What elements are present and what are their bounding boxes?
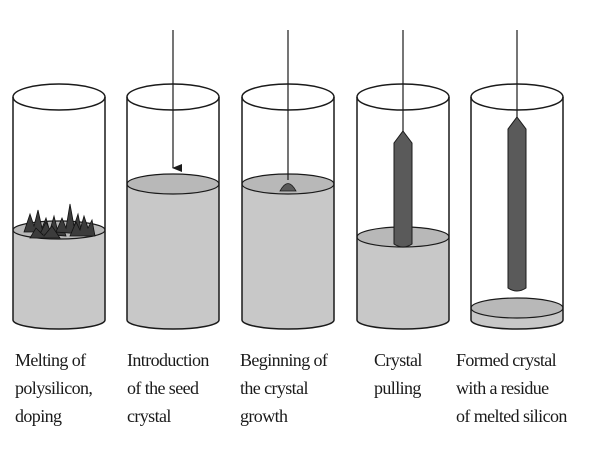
crucible-melting [12, 83, 106, 330]
crucible-bottom [126, 319, 220, 330]
caption-growth-beginning: Beginning of the crystal growth [240, 346, 328, 430]
crystal-ingot [507, 116, 527, 292]
caption-line: Melting of [15, 350, 86, 370]
melt-body [357, 237, 449, 329]
crystal-ingot [393, 130, 413, 248]
melt-body [242, 184, 334, 329]
crucible-growth-beginning [241, 30, 335, 330]
caption-line: doping [15, 406, 62, 426]
caption-line: of melted silicon [456, 406, 567, 426]
caption-line: of the seed [127, 378, 199, 398]
caption-pulling: Crystal pulling [374, 346, 422, 402]
caption-line: Formed crystal [456, 350, 557, 370]
crucible-bottom [241, 319, 335, 330]
caption-line: Introduction [127, 350, 209, 370]
melt-surface [126, 173, 220, 195]
melt-surface [470, 297, 564, 319]
crucible-bottom [12, 319, 106, 330]
crucible-seed-introduction [126, 30, 220, 330]
caption-melting: Melting of polysilicon, doping [15, 346, 93, 430]
polysilicon-chunks [23, 203, 96, 239]
crucible-top [12, 83, 106, 111]
crucible-pulling [356, 30, 450, 330]
crystal-nucleus [279, 183, 297, 192]
caption-line: polysilicon, [15, 378, 93, 398]
melt-body [13, 230, 105, 329]
caption-line: growth [240, 406, 288, 426]
crucible-bottom [470, 319, 564, 330]
caption-line: with a residue [456, 378, 549, 398]
caption-line: the crystal [240, 378, 308, 398]
crucible-formed [470, 30, 564, 330]
caption-formed: Formed crystal with a residue of melted … [456, 346, 567, 430]
melt-body [127, 184, 219, 329]
caption-line: Crystal [374, 350, 422, 370]
crucible-bottom [356, 319, 450, 330]
caption-line: crystal [127, 406, 171, 426]
caption-seed-introduction: Introduction of the seed crystal [127, 346, 209, 430]
caption-line: pulling [374, 378, 421, 398]
caption-line: Beginning of [240, 350, 328, 370]
